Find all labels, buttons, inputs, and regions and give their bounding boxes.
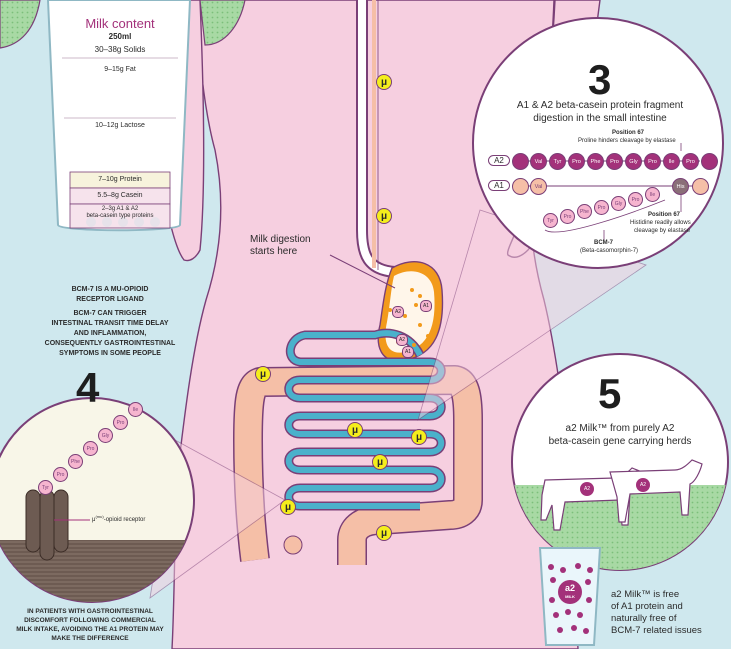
panel5-free-1: a2 Milk™ is free [611, 589, 680, 600]
amino-acid-bead: Pro [682, 153, 699, 170]
bcm7-bead: Pro [594, 200, 609, 216]
panel4-footer-4: MAKE THE DIFFERENCE [51, 635, 129, 642]
amino-acid-bead [701, 153, 718, 170]
milk-digestion-label-2: starts here [250, 246, 298, 257]
bcm7-bead: Gly [611, 195, 626, 211]
panel5-text-2: beta-casein gene carrying herds [548, 436, 692, 447]
milk-glass-right [538, 547, 602, 646]
milk-a1a2: 2–3g A1 & A2 [101, 206, 139, 212]
amino-acid-bead: Pro [644, 153, 661, 170]
amino-acid-bead: Gly [625, 153, 642, 170]
milk-protein: 7–10g Protein [98, 176, 142, 183]
milk-lactose: 10–12g Lactose [95, 122, 145, 129]
panel4-footer-2: DISCOMFORT FOLLOWING COMMERCIAL [24, 617, 156, 624]
panel3-a1-label: A1 [488, 180, 510, 191]
ligand-bead: Pro [83, 441, 98, 456]
mu-receptor-marker: μ [411, 429, 427, 445]
panel4-body-3: AND INFLAMMATION, [73, 330, 147, 337]
panel3-a2-label: A2 [488, 155, 510, 166]
ligand-bead: Tyr [38, 480, 53, 495]
panel3-pos67-top-text: Proline hinders cleavage by elastase [578, 138, 676, 144]
cow1-badge: A2 [580, 482, 594, 496]
panel4-body-5: SYMPTOMS IN SOME PEOPLE [59, 350, 161, 357]
panel3-number: 3 [588, 56, 612, 103]
glass-logo-sub: MILK [565, 594, 575, 599]
bcm7-bead: Pro [628, 191, 643, 207]
panel3-pos67-top-title: Position 67 [612, 130, 645, 136]
stomach-a1-badge: A1 [420, 300, 432, 312]
stomach-a2-badge: A2 [392, 306, 404, 318]
cows [540, 459, 703, 531]
ligand-bead: Ile [128, 402, 143, 417]
panel5-number: 5 [598, 370, 622, 417]
bcm7-bead: Tyr [543, 213, 558, 228]
amino-acid-bead: Pro [606, 153, 623, 170]
cow2-badge: A2 [636, 478, 650, 492]
mu-receptor-marker: μ [255, 366, 271, 382]
mu-receptor-marker: μ [372, 454, 388, 470]
mu-receptor-marker: μ [376, 74, 392, 90]
milk-volume: 250ml [108, 32, 132, 41]
milk-content-title: Milk content [85, 16, 155, 31]
digestion-pointer [329, 254, 396, 289]
amino-acid-bead [692, 178, 709, 195]
panel5-free-2: of A1 protein and [611, 601, 683, 612]
panel4-body-1: BCM-7 CAN TRIGGER [73, 310, 147, 317]
panel3-pos67-bottom-1: Histidine readily allows [630, 220, 691, 226]
amino-acid-bead: Val [530, 178, 547, 195]
bcm7-bead: Pro [560, 208, 575, 224]
ligand-bead: Pro [53, 467, 68, 482]
panel3-bcm7-subtitle: (Beta-casomorphin-7) [580, 248, 639, 254]
panel3-pos67-bottom-2: cleavage by elastase [634, 228, 691, 234]
stomach-a2-badge-2: A2 [396, 334, 408, 346]
panel4-body-2: INTESTINAL TRANSIT TIME DELAY [51, 320, 169, 327]
panel5-free-4: BCM-7 related issues [611, 625, 702, 636]
bcm7-bead: Ile [645, 187, 660, 203]
ligand-bead: Gly [98, 428, 113, 443]
milk-solids: 30–38g Solids [94, 45, 146, 54]
milk-casein: 5.5–8g Casein [97, 192, 143, 199]
amino-acid-bead [512, 153, 529, 170]
amino-acid-bead: His [672, 178, 689, 195]
amino-acid-bead: Val [530, 153, 547, 170]
amino-acid-bead [512, 178, 529, 195]
stomach-a1-badge-2: A1 [402, 346, 414, 358]
milk-a1a2-sub: beta-casein type proteins [86, 213, 154, 219]
bcm7-bead: Phe [577, 204, 592, 220]
amino-acid-bead: Tyr [549, 153, 566, 170]
milk-digestion-label: Milk digestion [250, 234, 311, 245]
panel4-heading-2: RECEPTOR LIGAND [76, 296, 144, 303]
glass-logo: a2 [564, 583, 575, 593]
panel5-text: a2 Milk™ from purely A2 [565, 423, 675, 434]
milk-glass-left [46, 0, 192, 232]
mu-receptor-marker: μ [347, 422, 363, 438]
panel3-pos67-bottom-title: Position 67 [648, 212, 681, 218]
amino-acid-bead: Ile [663, 153, 680, 170]
mu-receptor-marker: μ [376, 525, 392, 541]
top-right-pasture [199, 0, 246, 46]
panel3-circle [472, 17, 724, 269]
panel5-free-3: naturally free of [611, 613, 677, 624]
panel4-footer-1: IN PATIENTS WITH GASTROINTESTINAL [27, 608, 153, 615]
ligand-bead: Phe [68, 454, 83, 469]
mu-receptor-marker: μ [280, 499, 296, 515]
panel3-title: A1 & A2 beta-casein protein fragment [516, 100, 684, 111]
mu-receptor-marker: μ [376, 208, 392, 224]
opioid-receptor [25, 489, 90, 561]
amino-acid-bead: Phe [587, 153, 604, 170]
milk-fat: 9–15g Fat [104, 66, 136, 73]
panel4-number: 4 [76, 364, 100, 411]
ligand-bead: Pro [113, 415, 128, 430]
top-left-pasture [0, 0, 41, 49]
receptor-label: μ(mu)-opioid receptor [92, 514, 146, 523]
panel3-bcm7-title: BCM-7 [594, 240, 613, 246]
panel4-heading: BCM-7 IS A MU-OPIOID [71, 286, 149, 293]
panel4-body-4: CONSEQUENTLY GASTROINTESTINAL [44, 340, 176, 347]
amino-acid-bead: Pro [568, 153, 585, 170]
small-intestine [284, 328, 446, 511]
panel3-title-2: digestion in the small intestine [533, 113, 667, 124]
panel4-footer-3: MILK INTAKE, AVOIDING THE A1 PROTEIN MAY [16, 626, 164, 633]
